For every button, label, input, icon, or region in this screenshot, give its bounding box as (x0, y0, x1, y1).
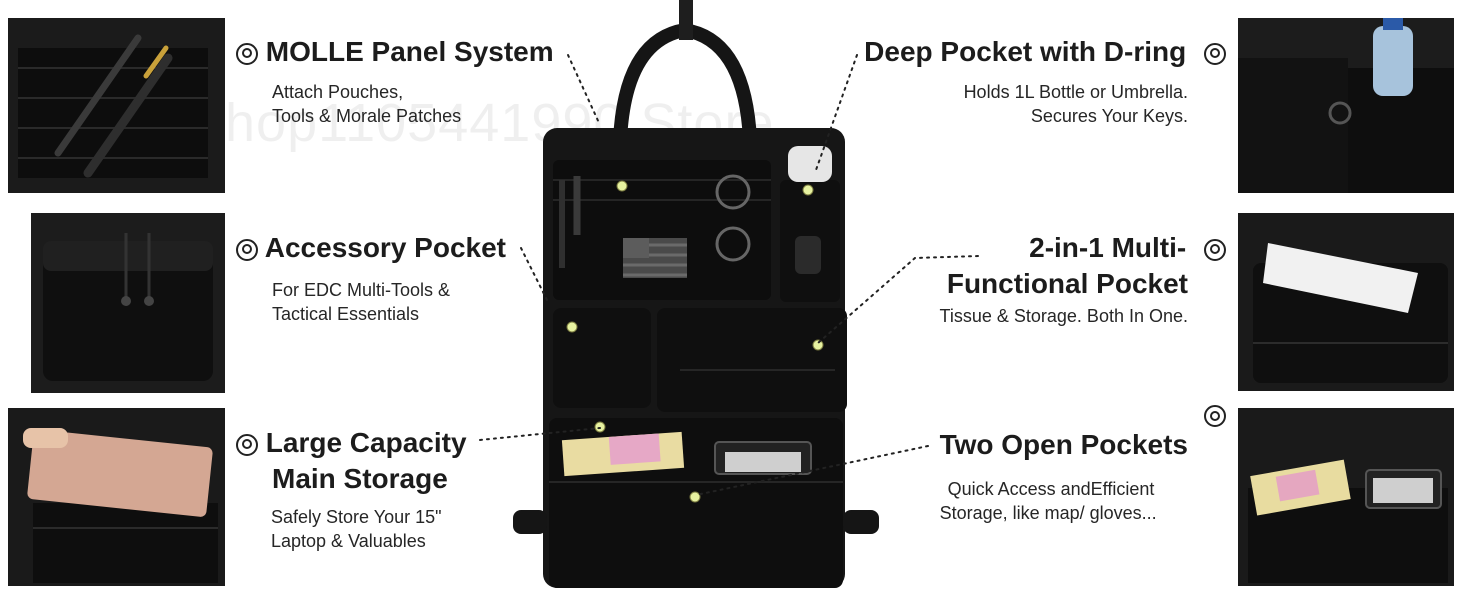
feature-title: 2-in-1 Multi- (940, 230, 1226, 266)
feature-desc: Holds 1L Bottle or Umbrella. (963, 82, 1188, 102)
feature-desc: Storage, like map/ gloves... (939, 503, 1157, 523)
feature-desc: Tissue & Storage. Both In One. (939, 306, 1188, 326)
multi-functional-pocket-photo (1238, 213, 1454, 391)
concentric-circle-icon (1204, 42, 1226, 65)
feature-title: MOLLE Panel System (236, 34, 554, 70)
feature-multi-functional-pocket: 2-in-1 Multi- Functional Pocket Tissue &… (940, 230, 1226, 328)
concentric-circle-icon (1204, 405, 1226, 427)
feature-desc: For EDC Multi-Tools & (272, 280, 451, 300)
feature-desc: Secures Your Keys. (1030, 106, 1188, 126)
feature-desc: Tools & Morale Patches (272, 106, 462, 126)
feature-deep-pocket: Deep Pocket with D-ring Holds 1L Bottle … (864, 34, 1226, 128)
accessory-pocket-photo (31, 213, 225, 393)
feature-desc: Quick Access andEfficient (947, 479, 1155, 499)
feature-molle-panel: MOLLE Panel System Attach Pouches, Tools… (236, 34, 554, 128)
feature-desc: Laptop & Valuables (271, 531, 426, 551)
feature-title: Accessory Pocket (236, 230, 506, 266)
feature-desc: Safely Store Your 15" (271, 507, 442, 527)
open-pockets-photo (1238, 408, 1454, 586)
feature-large-capacity: Large Capacity Main Storage Safely Store… (236, 425, 467, 553)
feature-title-line2: Functional Pocket (946, 268, 1188, 299)
feature-title: Two Open Pockets (939, 429, 1188, 460)
feature-desc: Tactical Essentials (272, 304, 420, 324)
feature-title-line2: Main Storage (272, 463, 448, 494)
concentric-circle-icon (236, 433, 258, 456)
feature-title: Deep Pocket with D-ring (864, 34, 1226, 70)
concentric-circle-icon (236, 238, 258, 261)
seat-back-organizer-image (505, 0, 885, 600)
feature-title: Large Capacity (236, 425, 467, 461)
molle-panel-photo (8, 18, 225, 193)
feature-accessory-pocket: Accessory Pocket For EDC Multi-Tools & T… (236, 230, 506, 326)
feature-open-pockets: Two Open Pockets Quick Access andEfficie… (940, 405, 1226, 525)
main-storage-photo (8, 408, 225, 586)
concentric-circle-icon (236, 42, 258, 65)
feature-desc: Attach Pouches, (272, 82, 404, 102)
deep-pocket-photo (1238, 18, 1454, 193)
concentric-circle-icon (1204, 238, 1226, 261)
